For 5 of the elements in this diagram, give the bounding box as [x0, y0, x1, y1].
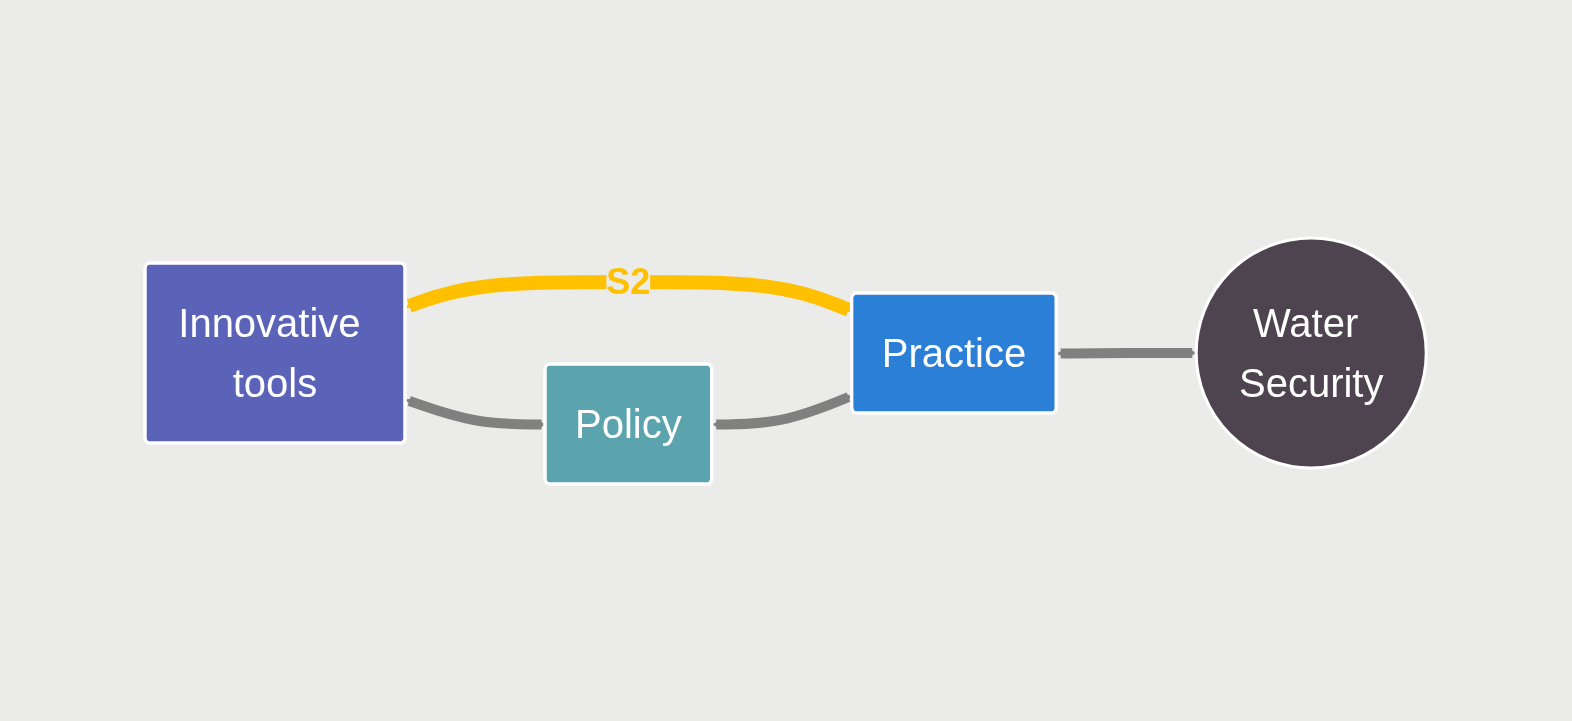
arrow [405, 274, 853, 316]
arrow [1057, 347, 1197, 358]
node-circle: Water Security [1195, 236, 1429, 469]
edge-label: S2 [606, 260, 651, 302]
arrow [712, 392, 853, 429]
